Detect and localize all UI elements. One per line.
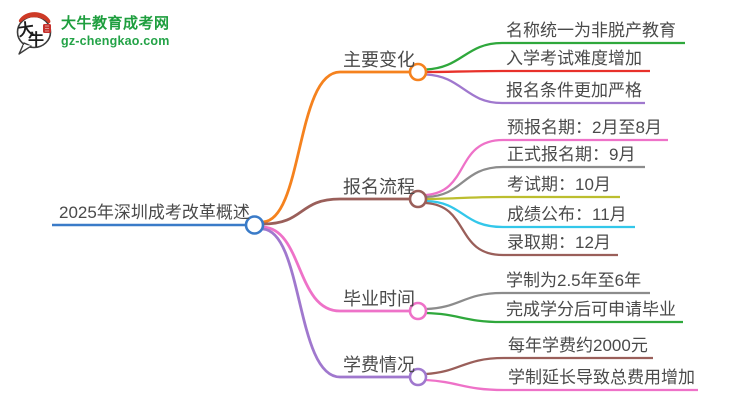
leaf-formal-registration: 正式报名期：9月 <box>507 145 636 164</box>
connector-leaf-results-published <box>425 199 635 229</box>
leaf-results-published: 成绩公布：11月 <box>507 205 627 224</box>
site-logo: 大 牛 大牛教育成考网 gz-chengkao.com <box>13 7 170 57</box>
connector-leaf-annual-tuition <box>425 356 653 376</box>
leaf-total-cost-increase: 学制延长导致总费用增加 <box>508 368 695 387</box>
branch-circle-graduation-time <box>408 301 428 321</box>
logo-icon-char-top: 大 <box>17 19 36 40</box>
leaf-pre-registration: 预报名期：2月至8月 <box>507 118 662 137</box>
branch-circle-main-changes <box>408 62 428 82</box>
leaf-stricter-conditions: 报名条件更加严格 <box>506 81 642 100</box>
branch-label-graduation-time: 毕业时间 <box>343 289 415 309</box>
leaf-exam-period: 考试期：10月 <box>507 175 611 194</box>
connector-leaf-exam-period <box>425 195 620 201</box>
connector-leaf-exam-harder <box>425 69 650 74</box>
branch-label-signup-flow: 报名流程 <box>343 177 415 197</box>
root-node-circle <box>244 215 265 235</box>
leaf-name-unified: 名称统一为非脱产教育 <box>506 21 676 40</box>
connector-leaf-stricter-conditions <box>425 73 645 105</box>
connector-leaf-apply-graduation <box>425 311 683 324</box>
connector-leaf-name-unified <box>425 41 685 71</box>
branch-label-main-changes: 主要变化 <box>343 50 415 70</box>
branch-label-tuition: 学费情况 <box>343 355 415 375</box>
branch-circle-tuition <box>408 367 428 387</box>
connector-leaf-study-length <box>425 291 650 311</box>
logo-red-arc <box>18 12 51 24</box>
root-node-label: 2025年深圳成考改革概述 <box>59 203 250 222</box>
leaf-admission-period: 录取期：12月 <box>507 233 611 252</box>
leaf-exam-harder: 入学考试难度增加 <box>506 49 642 68</box>
connector-leaf-formal-registration <box>425 165 645 199</box>
leaf-apply-graduation: 完成学分后可申请毕业 <box>506 300 676 319</box>
site-name: 大牛教育成考网 <box>61 15 170 32</box>
connector-leaf-total-cost-increase <box>425 378 698 392</box>
leaf-annual-tuition: 每年学费约2000元 <box>508 336 648 355</box>
connector-branch-signup-flow <box>262 197 410 226</box>
connector-branch-tuition <box>262 227 410 379</box>
connector-branch-graduation-time <box>262 225 410 313</box>
connector-leaf-admission-period <box>425 201 618 257</box>
connector-leaf-pre-registration <box>425 138 668 197</box>
connector-branch-main-changes <box>262 70 410 224</box>
branch-circle-signup-flow <box>408 189 428 209</box>
logo-icon-char-bottom: 牛 <box>28 30 44 49</box>
logo-bubble-icon: 大 牛 <box>16 12 52 55</box>
leaf-study-length: 学制为2.5年至6年 <box>506 271 642 290</box>
site-domain: gz-chengkao.com <box>61 34 170 48</box>
